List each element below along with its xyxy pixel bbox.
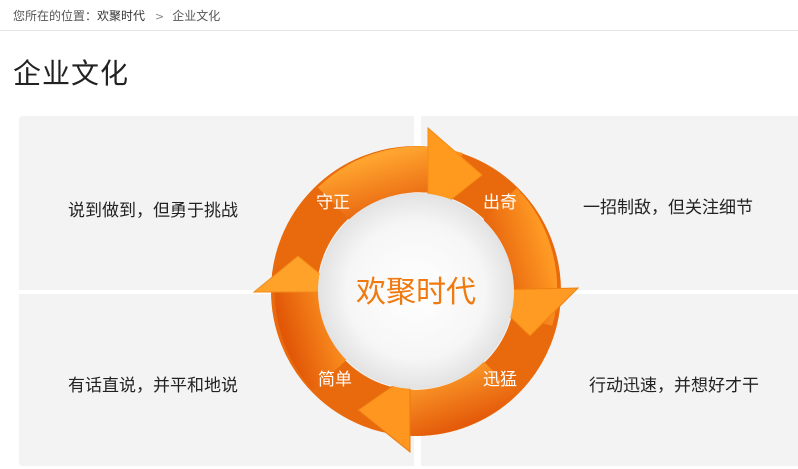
culture-cycle-diagram: 欢聚时代 守正 出奇 简单 迅猛: [252, 126, 580, 454]
ring-segment-bottom-right: [397, 361, 517, 436]
chevron-right-icon: >: [155, 10, 165, 23]
arrow-bottom-icon: [357, 373, 411, 454]
culture-description-chuqi: 一招制敌，但关注细节: [583, 198, 753, 218]
breadcrumb-prefix: 您所在的位置：: [13, 9, 98, 23]
page-title: 企业文化: [13, 57, 130, 90]
breadcrumb-current: 企业文化: [172, 9, 221, 23]
divider: [0, 30, 798, 31]
culture-description-jiandan: 有话直说，并平和地说: [68, 376, 238, 396]
culture-description-zhengzheng: 说到做到，但勇于挑战: [68, 201, 238, 221]
arrow-top-icon: [427, 126, 483, 220]
segment-label-xunmeng: 迅猛: [483, 370, 517, 390]
culture-description-xunmeng: 行动迅速，并想好才干: [589, 376, 759, 396]
breadcrumb-home-link[interactable]: 欢聚时代: [97, 9, 146, 23]
breadcrumb: 您所在的位置：欢聚时代 > 企业文化: [13, 7, 220, 25]
center-label: 欢聚时代: [356, 275, 476, 310]
segment-label-zhengzheng: 守正: [316, 193, 350, 213]
segment-label-chuqi: 出奇: [483, 193, 517, 213]
cycle-center-disc: [318, 193, 514, 389]
segment-label-jiandan: 简单: [318, 370, 352, 390]
